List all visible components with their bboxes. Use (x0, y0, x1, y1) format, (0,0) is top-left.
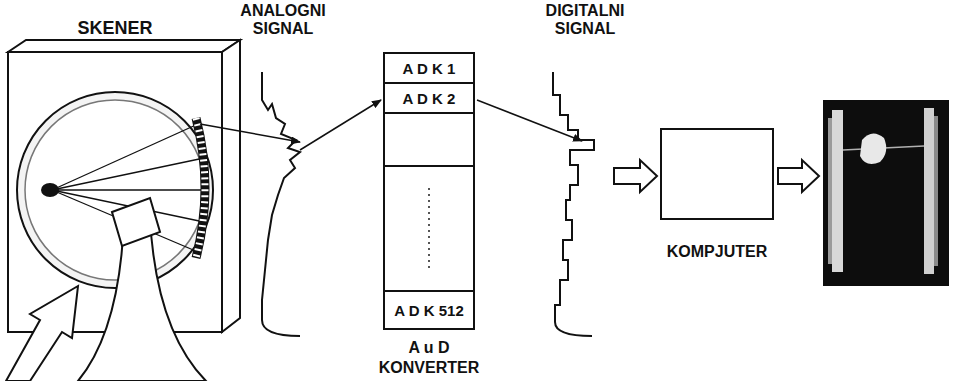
analog-waveform (262, 72, 300, 336)
detector-array (196, 118, 205, 258)
patient-table (78, 198, 206, 381)
detector-cells (196, 118, 205, 258)
signal-arrow (477, 100, 582, 141)
digital-waveform (553, 72, 594, 336)
channel-label: A D K 2 (403, 90, 456, 107)
converter-channel: A D K 2 (385, 84, 473, 114)
signal-arrow (300, 100, 381, 150)
x-ray-fan (52, 124, 206, 252)
signal-label: DIGITALNI SIGNAL (525, 2, 645, 39)
converter-channel: A D K 512 (385, 290, 473, 328)
signal-arrow (200, 124, 300, 142)
box-caption: A u D KONVERTER (371, 338, 487, 378)
converter-divider (385, 165, 473, 167)
scanner-label: SKENER (60, 18, 170, 39)
computer-box: KOMPJUTER (660, 128, 774, 220)
direction-arrow (6, 286, 78, 381)
flow-arrow (778, 160, 819, 192)
converter-dots (428, 188, 430, 270)
box-caption: KOMPJUTER (632, 242, 802, 262)
channel-label: A D K 1 (403, 60, 456, 77)
converter-channel: A D K 1 (385, 54, 473, 84)
x-ray-tube (41, 183, 59, 197)
converter-box: A u D KONVERTERA D K 1A D K 2A D K 512 (383, 52, 475, 330)
flow-arrow (614, 160, 657, 192)
ct-image (823, 100, 949, 286)
signal-label: ANALOGNI SIGNAL (228, 2, 338, 39)
channel-label: A D K 512 (394, 302, 463, 319)
